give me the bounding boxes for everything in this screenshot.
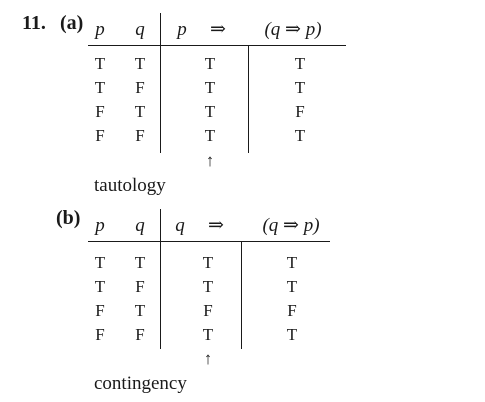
cell-p: F <box>95 325 105 344</box>
cell-q: F <box>135 277 145 296</box>
up-arrow-icon: ↑ <box>203 349 213 368</box>
cell-main: T <box>204 78 216 97</box>
problem-number: 11. <box>22 12 46 34</box>
cell-inner: T <box>294 78 306 97</box>
header-p: p <box>95 19 105 40</box>
cell-inner: F <box>295 102 305 121</box>
cell-p: T <box>94 78 106 97</box>
cell-main: T <box>204 126 216 145</box>
header-p: p <box>95 215 105 236</box>
cell-main: T <box>204 54 216 73</box>
part-label-a: (a) <box>60 12 84 34</box>
column-divider <box>160 13 162 153</box>
cell-q: F <box>135 325 145 344</box>
cell-inner: T <box>294 126 306 145</box>
header-paren-expr: (q ⇒ p) <box>262 215 320 236</box>
cell-q: T <box>134 54 146 73</box>
cell-inner: F <box>287 301 297 320</box>
header-implies: ⇒ <box>208 215 224 236</box>
header-q: q <box>135 215 145 236</box>
cell-main: T <box>204 102 216 121</box>
cell-q: F <box>135 78 145 97</box>
column-divider <box>241 241 243 349</box>
header-q: q <box>135 19 145 40</box>
classification-label: contingency <box>94 373 187 394</box>
header-lead-var: q <box>175 215 185 236</box>
up-arrow-icon: ↑ <box>205 151 215 170</box>
cell-inner: T <box>286 325 298 344</box>
header-rule <box>88 45 346 47</box>
cell-p: T <box>94 277 106 296</box>
cell-p: T <box>94 54 106 73</box>
cell-inner: T <box>286 277 298 296</box>
cell-q: T <box>134 102 146 121</box>
cell-main: T <box>202 277 214 296</box>
cell-q: F <box>135 126 145 145</box>
cell-p: F <box>95 126 105 145</box>
cell-main: F <box>203 301 213 320</box>
header-rule <box>88 241 330 243</box>
cell-main: T <box>202 325 214 344</box>
cell-q: T <box>134 253 146 272</box>
header-implies: ⇒ <box>210 19 226 40</box>
cell-inner: T <box>294 54 306 73</box>
cell-p: T <box>94 253 106 272</box>
cell-main: T <box>202 253 214 272</box>
cell-p: F <box>95 102 105 121</box>
column-divider <box>248 45 250 153</box>
cell-inner: T <box>286 253 298 272</box>
cell-q: T <box>134 301 146 320</box>
classification-label: tautology <box>94 175 166 196</box>
part-label-b: (b) <box>56 207 81 229</box>
cell-p: F <box>95 301 105 320</box>
header-paren-expr: (q ⇒ p) <box>264 19 322 40</box>
column-divider <box>160 209 162 349</box>
header-lead-var: p <box>177 19 187 40</box>
